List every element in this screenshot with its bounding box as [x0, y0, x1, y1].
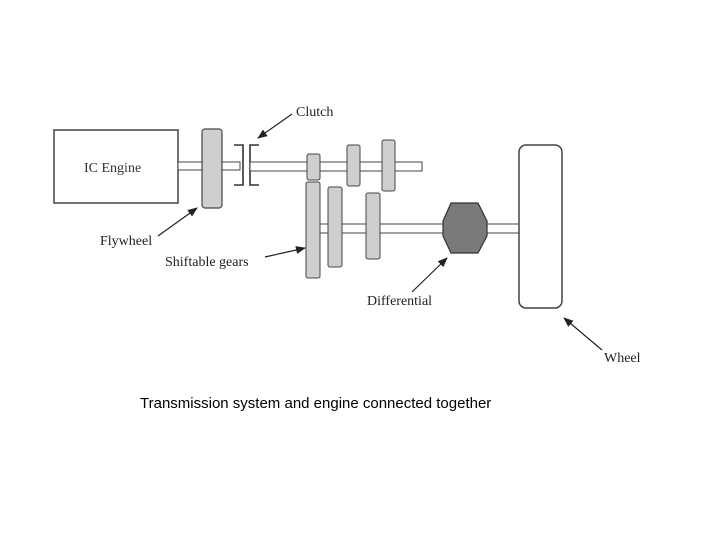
clutch-label: Clutch [296, 105, 333, 120]
flywheel [201, 128, 223, 209]
input-gear-1 [306, 153, 321, 181]
wheel-arrow [563, 317, 603, 351]
engine-label: IC Engine [84, 161, 141, 176]
shiftable-gears-arrow [264, 246, 306, 258]
differential [442, 202, 488, 254]
shiftable-gear-2 [327, 186, 343, 268]
shiftable-gear-3 [365, 192, 381, 260]
clutch-left-bracket [234, 144, 244, 186]
differential-arrow [411, 257, 448, 293]
engine-block [53, 129, 179, 204]
flywheel-arrow [157, 207, 198, 237]
clutch-arrow [257, 113, 293, 139]
input-gear-3 [381, 139, 396, 192]
differential-label: Differential [367, 294, 432, 309]
wheel [518, 144, 563, 309]
figure-caption: Transmission system and engine connected… [140, 395, 492, 412]
shiftable-gear-1 [305, 181, 321, 279]
input-gear-2 [346, 144, 361, 187]
wheel-label: Wheel [604, 351, 641, 366]
flywheel-label: Flywheel [100, 234, 152, 249]
shiftable-gears-label: Shiftable gears [165, 255, 249, 270]
input-shaft [249, 161, 423, 172]
